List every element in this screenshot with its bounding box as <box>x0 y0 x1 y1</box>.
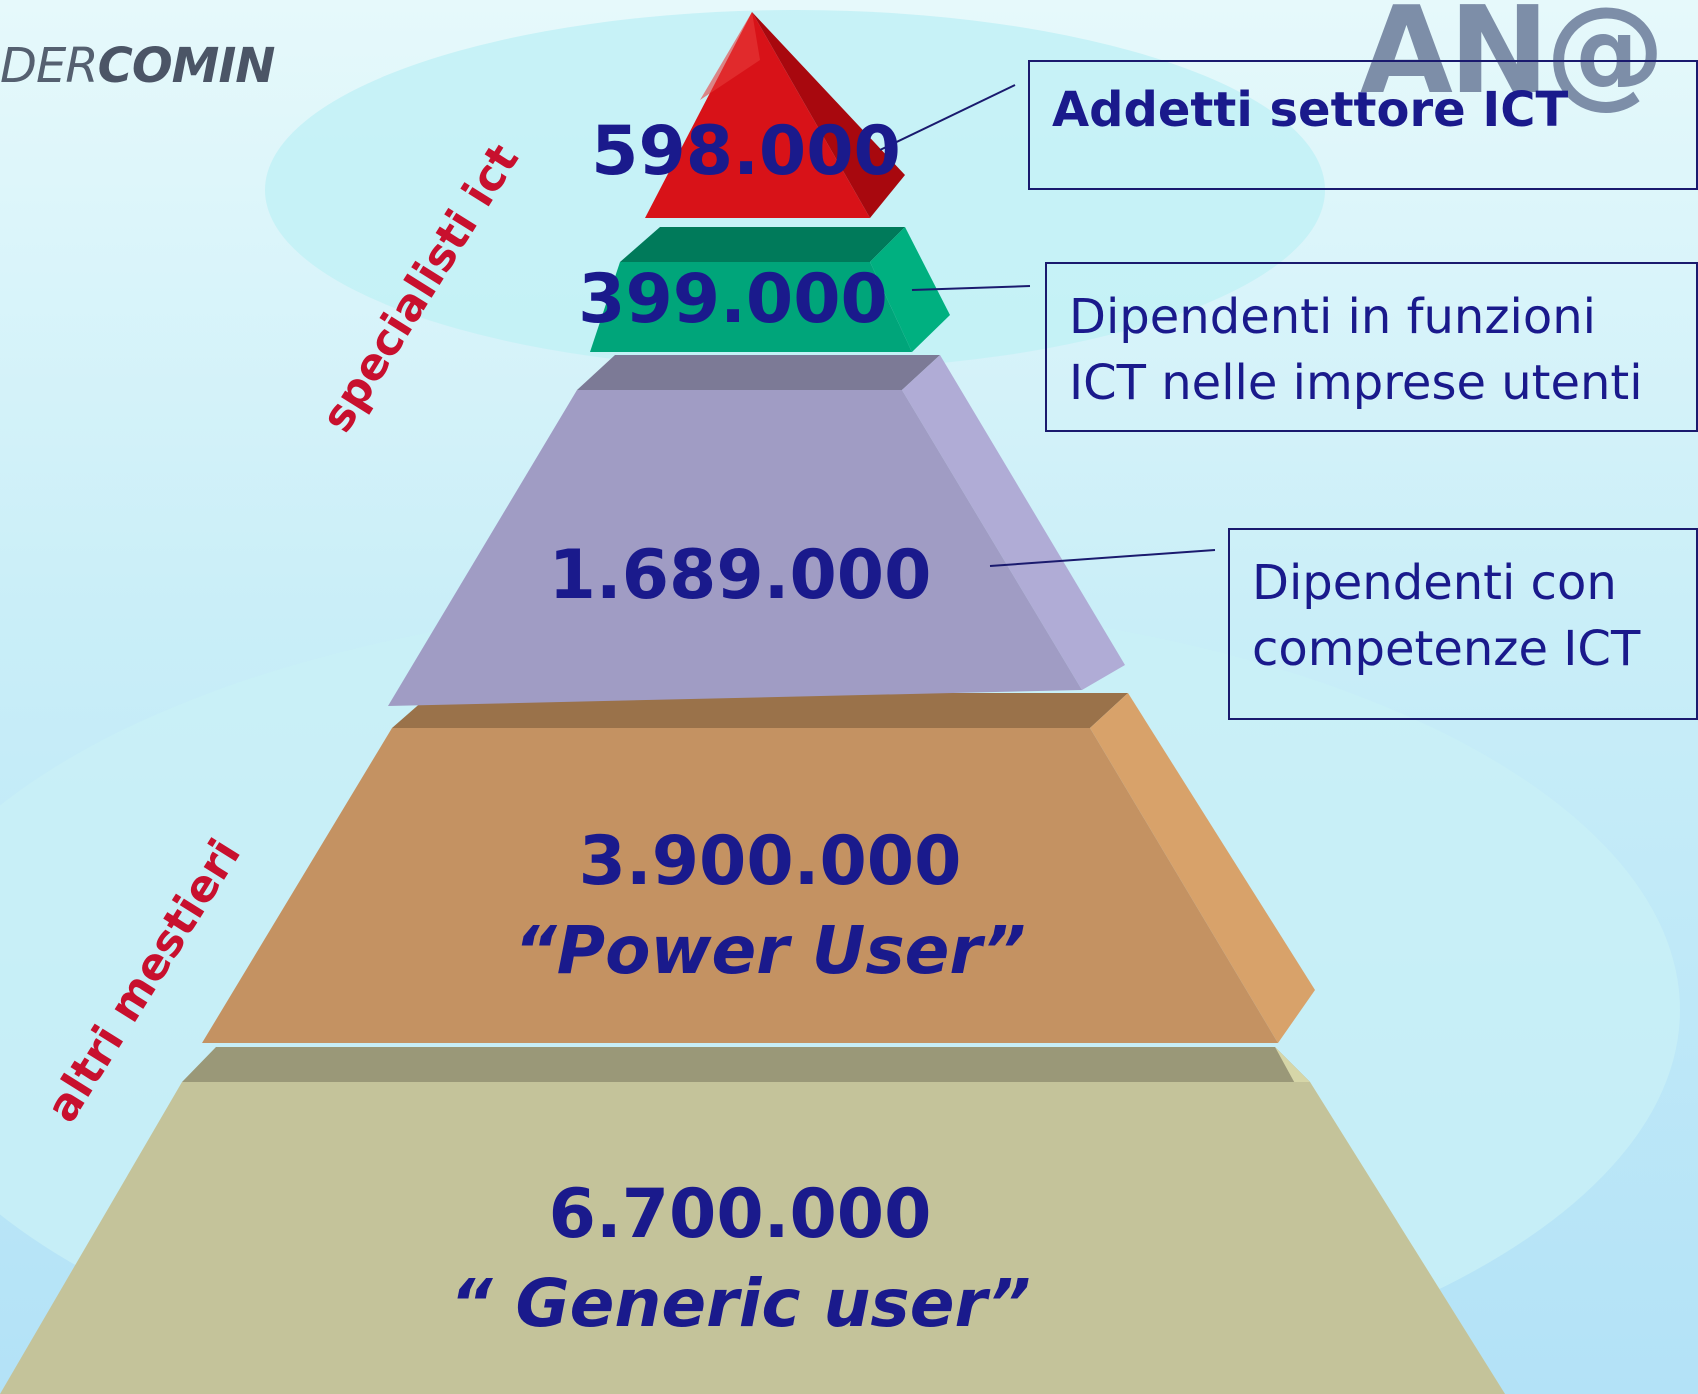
tier-subtitle-generic-user: “ Generic user” <box>450 1265 1031 1342</box>
callout-settore: Addetti settore ICT <box>1028 60 1698 190</box>
callout-funzioni: Dipendenti in funzioni ICT nelle imprese… <box>1045 262 1698 432</box>
tier-generic-user <box>0 1047 1505 1394</box>
tier-value-settore: 598.000 <box>591 112 901 191</box>
tier-power-user <box>202 693 1315 1043</box>
anie-logo: AN@ <box>1360 0 1665 121</box>
connector-line-competenze <box>989 549 1216 567</box>
tier-value-power-user: 3.900.000 <box>578 822 962 901</box>
connector-line-settore <box>879 84 1016 151</box>
tier-subtitle-power-user: “Power User” <box>514 912 1026 989</box>
tier-funzioni <box>590 227 950 352</box>
connector-line-funzioni <box>911 285 1031 291</box>
tier-value-competenze: 1.689.000 <box>548 536 932 615</box>
callout-competenze: Dipendenti con competenze ICT <box>1228 528 1698 720</box>
tier-value-generic-user: 6.700.000 <box>548 1175 932 1254</box>
federcomin-logo: DERCOMIN <box>0 38 275 94</box>
tier-competenze <box>388 355 1125 706</box>
tier-settore <box>645 12 905 218</box>
tier-value-funzioni: 399.000 <box>578 260 888 339</box>
